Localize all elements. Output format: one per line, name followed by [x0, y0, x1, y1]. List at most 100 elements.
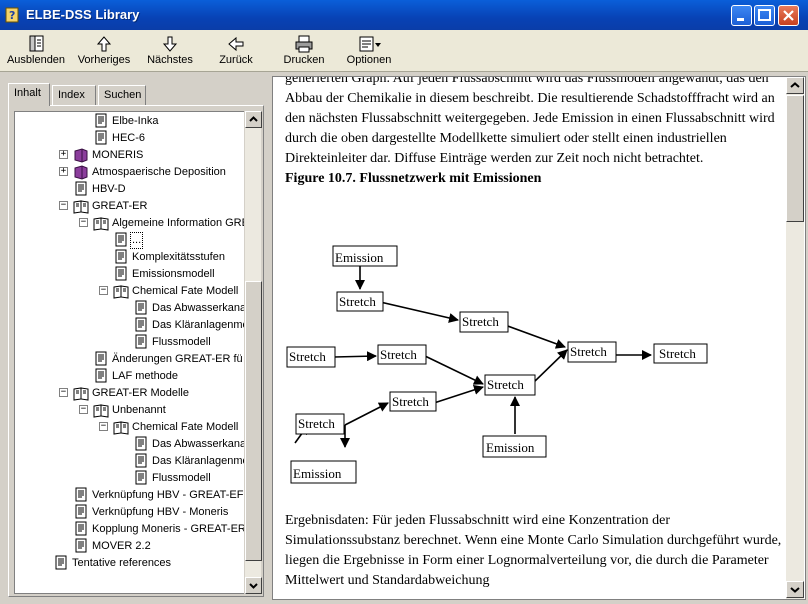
- tree-item[interactable]: Kopplung Moneris - GREAT-ER: [15, 521, 244, 538]
- collapse-icon[interactable]: −: [79, 217, 88, 227]
- printer-icon: [295, 35, 313, 53]
- svg-text:Stretch: Stretch: [289, 349, 326, 364]
- page-icon: [75, 181, 87, 196]
- tree-item-label: MONERIS: [92, 149, 144, 161]
- content-scroll-up-button[interactable]: [786, 77, 804, 94]
- tree-item-label: Änderungen GREAT-ER fü: [112, 353, 243, 365]
- page-icon: [135, 317, 147, 332]
- book-open-icon: [113, 285, 129, 299]
- tree-item[interactable]: Tentative references: [15, 555, 244, 572]
- collapse-icon[interactable]: −: [59, 200, 68, 210]
- tab-contents[interactable]: Inhalt: [8, 83, 50, 106]
- tree-item[interactable]: − Chemical Fate Modell: [15, 283, 244, 300]
- close-button[interactable]: [778, 5, 799, 26]
- tree-item[interactable]: Das Abwasserkana: [15, 436, 244, 453]
- page-icon: [75, 504, 87, 519]
- tree-item-label: Chemical Fate Modell: [132, 421, 239, 433]
- svg-text:?: ?: [9, 9, 15, 22]
- content-scroll-thumb[interactable]: [786, 95, 804, 222]
- scroll-thumb[interactable]: [245, 281, 262, 561]
- tree-scrollbar[interactable]: [244, 111, 262, 594]
- collapse-icon[interactable]: −: [99, 285, 108, 295]
- scroll-down-button[interactable]: [245, 577, 262, 594]
- tree-item[interactable]: Emissionsmodell: [15, 266, 244, 283]
- tree-item-label: Das Kläranlagenmo: [152, 319, 244, 331]
- back-button[interactable]: Zurück: [212, 34, 260, 70]
- stretch-node-6: Stretch: [653, 343, 708, 364]
- minimize-button[interactable]: [731, 5, 752, 26]
- tree-item[interactable]: HBV-D: [15, 181, 244, 198]
- tree-item[interactable]: Flussmodell: [15, 334, 244, 351]
- tree-item[interactable]: HEC-6: [15, 130, 244, 147]
- stretch-node-2: Stretch: [459, 311, 509, 333]
- tree-item-label: Chemical Fate Modell: [132, 285, 239, 297]
- tree-item-label: Atmospaerische Deposition: [92, 166, 226, 178]
- previous-button[interactable]: Vorheriges: [74, 34, 134, 70]
- svg-text:Stretch: Stretch: [298, 416, 335, 431]
- maximize-icon: [758, 9, 771, 21]
- tab-index[interactable]: Index: [52, 85, 96, 105]
- tree-item-label: HEC-6: [112, 132, 146, 144]
- tree-item[interactable]: Verknüpfung HBV - GREAT-EF: [15, 487, 244, 504]
- next-button[interactable]: Nächstes: [142, 34, 198, 70]
- options-button[interactable]: Optionen: [344, 34, 394, 70]
- print-button[interactable]: Drucken: [280, 34, 328, 70]
- tree-item[interactable]: − Chemical Fate Modell: [15, 419, 244, 436]
- tree-item[interactable]: Flussmodell: [15, 470, 244, 487]
- emission-node-3: Emission: [290, 460, 357, 484]
- content-scrollbar[interactable]: [786, 77, 804, 599]
- svg-text:Emission: Emission: [293, 466, 342, 481]
- tree-item[interactable]: Verknüpfung HBV - Moneris: [15, 504, 244, 521]
- tree-item-label: GREAT-ER: [92, 200, 148, 212]
- tree-item-label: Das Abwasserkana: [152, 302, 244, 314]
- tree-item[interactable]: + MONERIS: [15, 147, 244, 164]
- close-icon: [783, 10, 794, 21]
- tree-item-label: Flussmodell: [152, 472, 211, 484]
- stretch-node-1: Stretch: [336, 291, 384, 312]
- svg-text:Stretch: Stretch: [462, 314, 499, 329]
- tree-item-label: Unbenannt: [112, 404, 166, 416]
- tree-item[interactable]: Das Abwasserkana: [15, 300, 244, 317]
- collapse-icon[interactable]: −: [99, 421, 108, 431]
- content-scroll-down-button[interactable]: [786, 581, 804, 598]
- tree-item[interactable]: Das Kläranlagenmo: [15, 317, 244, 334]
- page-icon: [135, 334, 147, 349]
- book-open-icon: [113, 421, 129, 435]
- tree-item[interactable]: ...: [15, 232, 244, 249]
- page-icon: [135, 470, 147, 485]
- tree-item-label: Verknüpfung HBV - GREAT-EF: [92, 489, 244, 501]
- expand-icon[interactable]: +: [59, 149, 68, 159]
- page-icon: [75, 538, 87, 553]
- page-icon: [95, 113, 107, 128]
- page-icon: [115, 249, 127, 264]
- tree-item[interactable]: MOVER 2.2: [15, 538, 244, 555]
- page-icon: [115, 232, 127, 247]
- tree-item-label: Das Kläranlagenmo: [152, 455, 244, 467]
- tree-item[interactable]: Komplexitätsstufen: [15, 249, 244, 266]
- tree-item[interactable]: −GREAT-ER Modelle: [15, 385, 244, 402]
- tree-item[interactable]: − Unbenannt: [15, 402, 244, 419]
- stretch-node-7: Stretch: [484, 374, 536, 396]
- tree-item[interactable]: Elbe-Inka: [15, 113, 244, 130]
- collapse-icon[interactable]: −: [59, 387, 68, 397]
- tree-item[interactable]: − GREAT-ER: [15, 198, 244, 215]
- scroll-up-button[interactable]: [245, 111, 262, 128]
- tree-item-label: MOVER 2.2: [92, 540, 151, 552]
- hide-button[interactable]: Ausblenden: [4, 34, 68, 70]
- tree-item[interactable]: Das Kläranlagenmo: [15, 453, 244, 470]
- book-open-icon: [93, 217, 109, 231]
- tree-item[interactable]: −Algemeine Information GRE: [15, 215, 244, 232]
- tree-item[interactable]: LAF methode: [15, 368, 244, 385]
- tab-search[interactable]: Suchen: [98, 85, 146, 105]
- tree-item-label: Das Abwasserkana: [152, 438, 244, 450]
- page-icon: [115, 266, 127, 281]
- emission-node-2: Emission: [482, 435, 547, 458]
- svg-text:Stretch: Stretch: [392, 394, 429, 409]
- hide-icon: [29, 35, 44, 52]
- tree-item[interactable]: Änderungen GREAT-ER fü: [15, 351, 244, 368]
- maximize-button[interactable]: [754, 5, 775, 26]
- expand-icon[interactable]: +: [59, 166, 68, 176]
- tree-item[interactable]: + Atmospaerische Deposition: [15, 164, 244, 181]
- collapse-icon[interactable]: −: [79, 404, 88, 414]
- stretch-node-5: Stretch: [567, 341, 617, 363]
